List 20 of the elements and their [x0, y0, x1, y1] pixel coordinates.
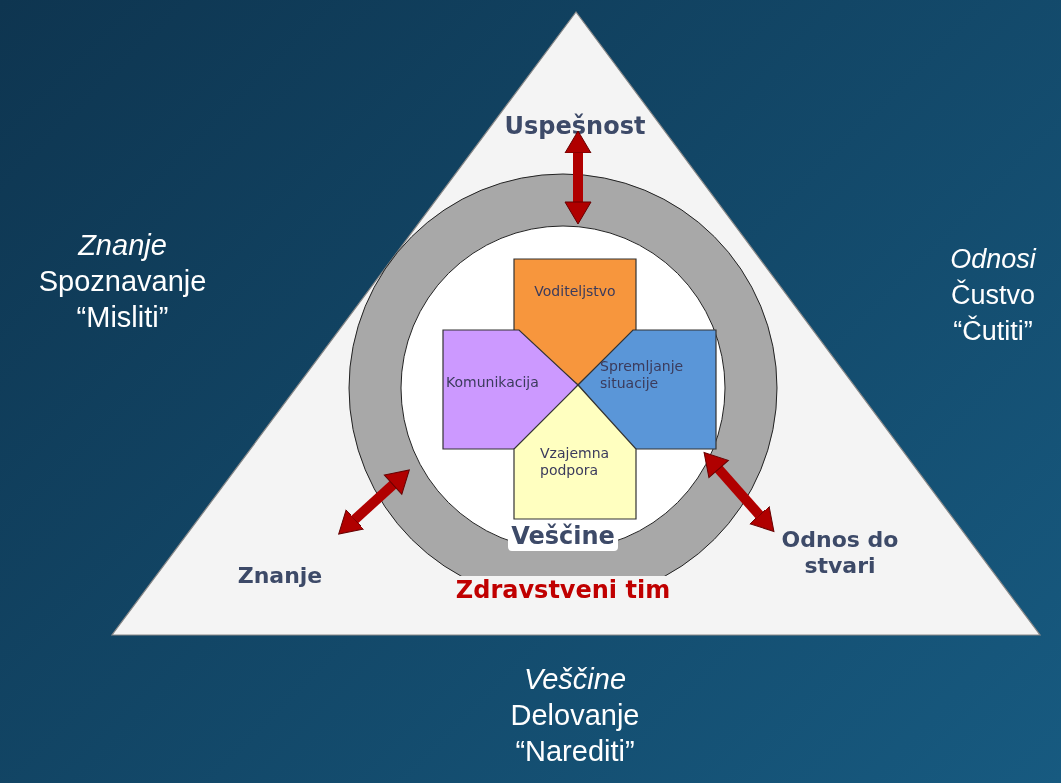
- double-arrow: [564, 130, 592, 225]
- heading-text: Znanje: [236, 563, 324, 590]
- caption-text: Spoznavanje: [37, 264, 208, 298]
- node-label: Spremljanje situacije: [600, 358, 685, 392]
- heading-text: Veščine: [522, 662, 628, 696]
- heading-text: Znanje: [76, 228, 168, 262]
- heading-text: Veščine: [508, 522, 618, 551]
- heading-text: Odnos do stvari: [780, 527, 900, 580]
- heading-text: Odnosi: [949, 243, 1038, 276]
- caption-text: “Narediti”: [514, 734, 636, 768]
- heading-text: Uspešnost: [503, 112, 647, 141]
- caption-text: “Misliti”: [75, 300, 170, 334]
- node-label: Voditeljstvo: [533, 283, 617, 300]
- caption-text: Delovanje: [509, 698, 641, 732]
- double-arrow: [338, 469, 410, 535]
- node-label: Vzajemna podpora: [540, 445, 611, 479]
- double-arrow: [703, 452, 775, 532]
- caption-text: Čustvo: [949, 278, 1036, 312]
- node-label: Komunikacija: [446, 374, 540, 391]
- caption-text: “Čutiti”: [952, 314, 1034, 348]
